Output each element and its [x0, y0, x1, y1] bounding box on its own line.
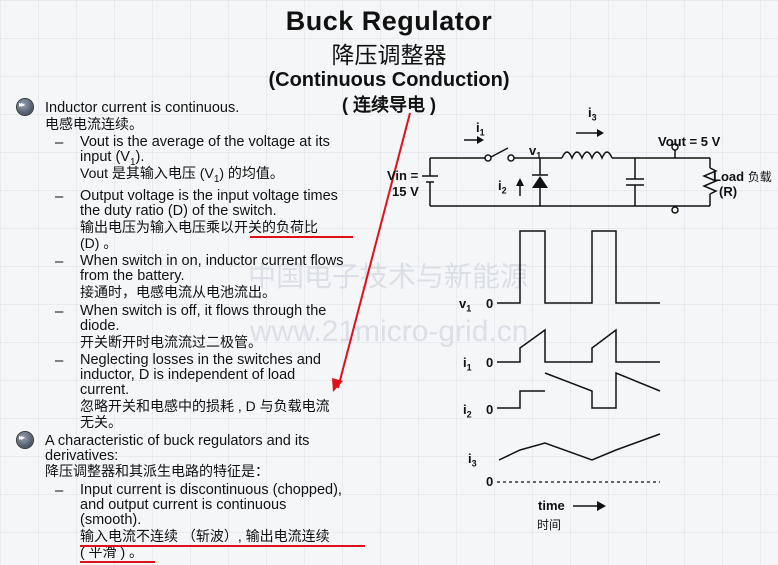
sub-2-line1: Output voltage is the input voltage time… — [80, 188, 338, 204]
sub-5-line2: inductor, D is independent of load — [80, 367, 296, 383]
sub-2-line2: the duty ratio (D) of the switch. — [80, 203, 277, 219]
load-r-label: (R) — [719, 184, 738, 199]
vin-value: 15 V — [392, 184, 419, 199]
sub-4-line2: diode. — [80, 318, 120, 334]
page-title: Buck Regulator — [285, 6, 493, 36]
bullet-2-cn: 降压调整器和其派生电路的特征是： — [45, 463, 269, 479]
page-subtitle: (Continuous Conduction) — [268, 69, 510, 91]
page-subtitle-cn: ( 连续导电 ) — [342, 95, 436, 115]
dash-marker: – — [55, 188, 64, 205]
sub-6-line2: and output current is continuous — [80, 497, 287, 513]
sub-1-line2: input (V1). — [80, 149, 145, 168]
time-label: time — [538, 498, 565, 513]
wave-v1-label: v1 — [459, 296, 472, 314]
sub-6-cn2: ( 平滑 ) 。 — [80, 544, 143, 560]
sub-4-cn: 开关断开时电流流过二极管。 — [80, 334, 262, 350]
red-underline — [250, 236, 353, 238]
dash-marker: – — [55, 482, 64, 499]
i3-label: i3 — [588, 105, 597, 123]
sub-3-line1: When switch in on, inductor current flow… — [80, 253, 344, 269]
sub-5-line1: Neglecting losses in the switches and — [80, 352, 321, 368]
waveform-plot — [497, 230, 661, 511]
bullet-icon — [17, 432, 33, 448]
sub-2-cn: 输出电压为输入电压乘以开关的负荷比 — [80, 219, 318, 235]
v1-label: v1 — [529, 143, 542, 161]
sub-6-line3: (smooth). — [80, 512, 142, 528]
bullet-1-cn: 电感电流连续。 — [45, 116, 143, 132]
red-underline — [80, 561, 155, 563]
sub-6-cn: 输入电流不连续 （斩波）, 输出电流连续 — [80, 528, 330, 544]
watermark-cn: 中国电子技术与新能源 — [248, 261, 529, 292]
bullet-2-text2: derivatives: — [45, 448, 119, 464]
sub-1-line1: Vout is the average of the voltage at it… — [80, 134, 330, 150]
sub-5-cn: 忽略开关和电感中的损耗 , D 与负载电流 — [80, 398, 330, 414]
load-label: Load 负载 — [713, 169, 772, 184]
wave-i1-zero: 0 — [486, 355, 494, 370]
sub-6-line1: Input current is discontinuous (chopped)… — [80, 482, 342, 498]
time-label-cn: 时间 — [537, 518, 562, 532]
bullet-icon — [17, 99, 33, 115]
sub-4-line1: When switch is off, it flows through the — [80, 303, 327, 319]
i1-label: i1 — [476, 120, 485, 138]
dash-marker: – — [55, 253, 64, 270]
page-title-cn: 降压调整器 — [331, 42, 447, 68]
sub-3-cn: 接通时，电感电流从电池流出。 — [80, 284, 276, 300]
vout-label: Vout = 5 V — [658, 134, 721, 149]
sub-3-line2: from the battery. — [80, 268, 185, 284]
wave-i2-label: i2 — [463, 402, 472, 420]
bullet-1-text: Inductor current is continuous. — [45, 100, 240, 116]
dash-marker: – — [55, 134, 64, 151]
watermark-url: www.21micro-grid.cn — [250, 315, 529, 348]
dash-marker: – — [55, 352, 64, 369]
buck-circuit-diagram — [422, 129, 718, 214]
sub-2-cn2: (D) 。 — [80, 235, 118, 251]
wave-i2-zero: 0 — [486, 402, 494, 417]
wave-v1-zero: 0 — [486, 296, 494, 311]
wave-i1-label: i1 — [463, 355, 472, 373]
red-underline — [80, 545, 365, 547]
wave-i3-label: i3 — [468, 451, 477, 469]
wave-i3-zero: 0 — [486, 474, 494, 489]
dash-marker: – — [55, 303, 64, 320]
vin-label: Vin = — [387, 168, 419, 183]
sub-5-cn2: 无关。 — [80, 414, 122, 430]
sub-1-cn: Vout 是其输入电压 (V1) 的均值。 — [80, 165, 284, 185]
bullet-2-text: A characteristic of buck regulators and … — [45, 433, 310, 449]
i2-label: i2 — [498, 178, 507, 196]
sub-5-line3: current. — [80, 382, 130, 398]
